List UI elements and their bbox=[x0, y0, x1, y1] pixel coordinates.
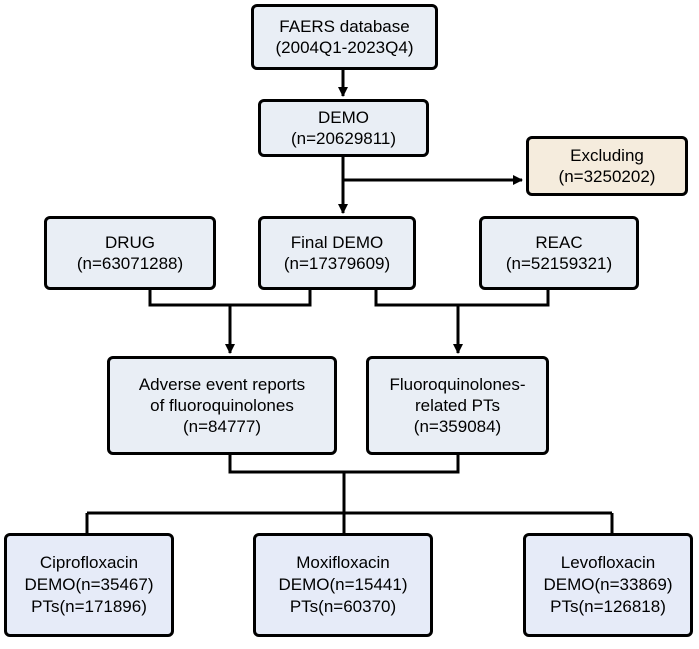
fq-pts-line2: related PTs bbox=[414, 396, 501, 415]
drug-count: (n=63071288) bbox=[76, 254, 184, 273]
excluding-box: Excluding (n=3250202) bbox=[526, 136, 688, 196]
drug-title: DRUG bbox=[104, 233, 156, 252]
moxi-title: Moxifloxacin bbox=[296, 553, 390, 572]
ae-reports-line2: of fluoroquinolones bbox=[150, 396, 294, 415]
final-demo-title: Final DEMO bbox=[290, 233, 384, 252]
moxi-demo: DEMO(n=15441) bbox=[278, 575, 408, 594]
final-demo-count: (n=17379609) bbox=[283, 254, 391, 273]
fluoroquinolones-pts-box: Fluoroquinolones- related PTs (n=359084) bbox=[366, 356, 549, 455]
fq-pts-count: (n=359084) bbox=[413, 417, 502, 436]
moxifloxacin-box: Moxifloxacin DEMO(n=15441) PTs(n=60370) bbox=[253, 533, 433, 637]
final-demo-box: Final DEMO (n=17379609) bbox=[258, 216, 416, 290]
levofloxacin-box: Levofloxacin DEMO(n=33869) PTs(n=126818) bbox=[523, 533, 693, 637]
excluding-title: Excluding bbox=[570, 146, 644, 165]
fq-pts-line1: Fluoroquinolones- bbox=[389, 375, 526, 394]
drug-box: DRUG (n=63071288) bbox=[44, 216, 216, 290]
reac-box: REAC (n=52159321) bbox=[479, 216, 639, 290]
levo-demo: DEMO(n=33869) bbox=[543, 575, 673, 594]
connector-drug-final bbox=[148, 290, 312, 307]
ciprofloxacin-box: Ciprofloxacin DEMO(n=35467) PTs(n=171896… bbox=[4, 533, 174, 637]
connector-final-reac bbox=[374, 290, 550, 307]
moxi-pts: PTs(n=60370) bbox=[289, 597, 397, 616]
faers-database-box: FAERS database (2004Q1-2023Q4) bbox=[251, 4, 438, 70]
adverse-event-reports-box: Adverse event reports of fluoroquinolone… bbox=[107, 356, 337, 455]
reac-title: REAC bbox=[535, 233, 583, 252]
demo-box: DEMO (n=20629811) bbox=[258, 99, 429, 157]
cipro-pts: PTs(n=171896) bbox=[31, 597, 147, 616]
ae-reports-line1: Adverse event reports bbox=[138, 375, 306, 394]
reac-count: (n=52159321) bbox=[505, 254, 613, 273]
cipro-demo: DEMO(n=35467) bbox=[24, 575, 154, 594]
excluding-count: (n=3250202) bbox=[558, 167, 656, 186]
faers-date-range: (2004Q1-2023Q4) bbox=[275, 38, 414, 57]
levo-pts: PTs(n=126818) bbox=[550, 597, 666, 616]
connector-join bbox=[228, 455, 460, 474]
demo-count: (n=20629811) bbox=[290, 129, 397, 148]
faers-title: FAERS database bbox=[279, 17, 410, 36]
levo-title: Levofloxacin bbox=[560, 553, 656, 572]
ae-reports-count: (n=84777) bbox=[183, 417, 261, 436]
demo-title: DEMO bbox=[318, 108, 369, 127]
cipro-title: Ciprofloxacin bbox=[39, 553, 139, 572]
